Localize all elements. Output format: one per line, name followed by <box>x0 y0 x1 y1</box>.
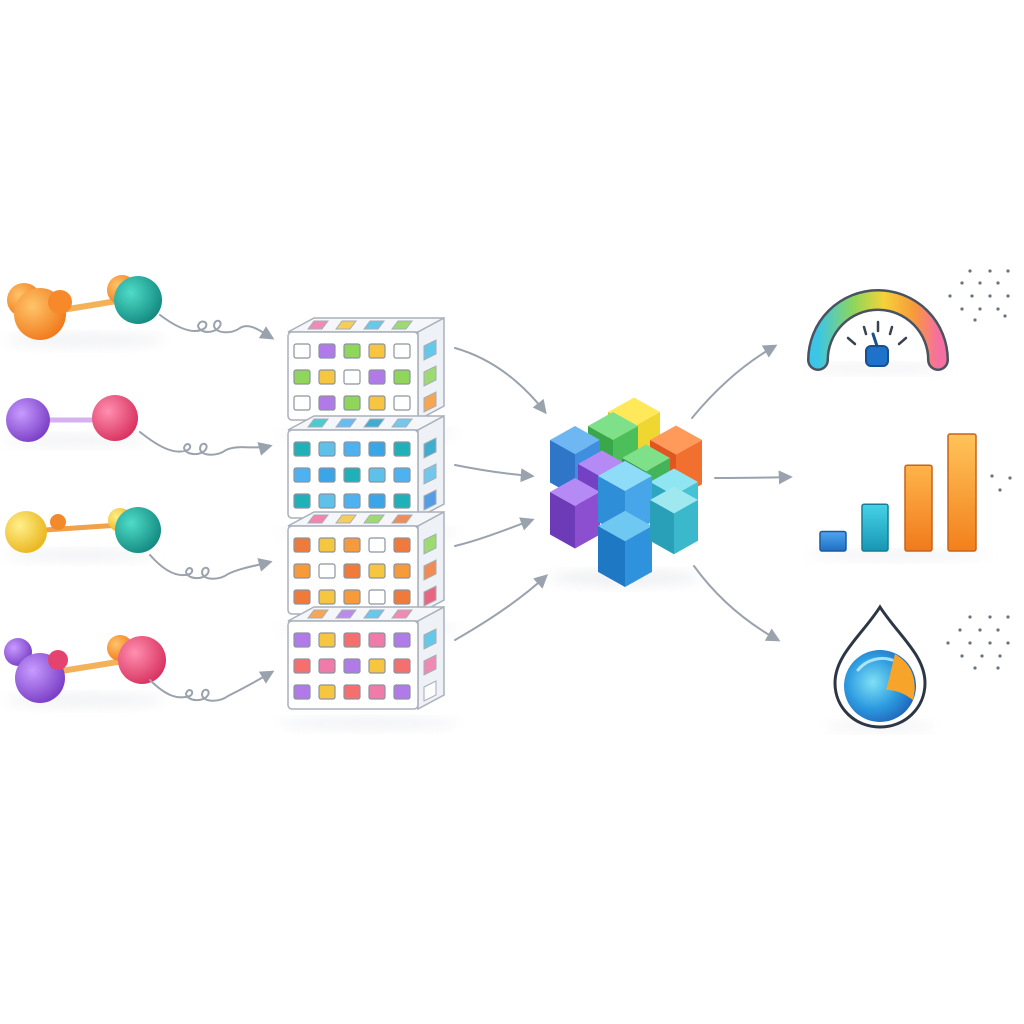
grid-cell <box>318 632 336 648</box>
grid-cell <box>393 537 411 553</box>
grid-cell <box>368 537 386 553</box>
bar <box>861 503 889 552</box>
grid-cell <box>393 369 411 385</box>
grid-cell <box>318 467 336 483</box>
feature-grids <box>278 316 458 729</box>
grid-cell <box>368 441 386 457</box>
grid-cell <box>293 684 311 700</box>
molecule-purple-pink-2 <box>4 635 166 707</box>
grid-cell <box>393 493 411 509</box>
dot-pattern-bottom <box>946 615 1010 670</box>
bar <box>904 464 933 552</box>
feature-grid <box>278 605 458 729</box>
arrow-grid-2 <box>454 464 535 483</box>
grid-cell <box>368 369 386 385</box>
grid-cell <box>293 343 311 359</box>
arrow-input-2 <box>139 431 273 456</box>
grid-cell <box>368 632 386 648</box>
grid-cell <box>318 395 336 411</box>
gauge-icon <box>807 289 949 373</box>
grid-cell <box>393 343 411 359</box>
grid-cell <box>318 369 336 385</box>
grid-cell <box>393 395 411 411</box>
grid-cell <box>293 441 311 457</box>
grid-cell <box>393 684 411 700</box>
grid-cell <box>343 632 361 648</box>
grid-cell <box>343 441 361 457</box>
grid-cell <box>393 658 411 674</box>
grid-cell <box>393 441 411 457</box>
arrow-grid-3 <box>454 517 535 547</box>
grid-cell <box>318 684 336 700</box>
grid-cell <box>293 369 311 385</box>
grid-cell <box>318 441 336 457</box>
grid-cell <box>293 467 311 483</box>
grid-cell <box>293 537 311 553</box>
feature-grid <box>278 414 458 538</box>
grid-cell <box>343 395 361 411</box>
grid-cell <box>293 632 311 648</box>
input-arrows <box>139 314 275 702</box>
arrow-input-1 <box>159 314 275 340</box>
grid-cell <box>368 493 386 509</box>
grid-cell <box>343 563 361 579</box>
droplet-icon <box>825 604 935 731</box>
arrow-input-4 <box>149 670 275 702</box>
grid-cell <box>318 343 336 359</box>
grid-cell <box>293 589 311 605</box>
grid-cell <box>318 658 336 674</box>
grid-cell <box>343 589 361 605</box>
cube-block <box>650 486 698 555</box>
grid-cell <box>368 589 386 605</box>
grid-cell <box>393 563 411 579</box>
grid-cell <box>343 684 361 700</box>
grid-cell <box>293 493 311 509</box>
bar-chart-icon <box>808 433 988 560</box>
molecule-orange-teal <box>5 275 165 347</box>
dot-pattern-middle <box>990 474 1012 492</box>
arrow-grid-1 <box>454 347 547 415</box>
arrow-output-drop <box>693 565 781 642</box>
grid-cell <box>368 684 386 700</box>
cube-block <box>550 478 600 549</box>
arrow-output-gauge <box>691 344 778 419</box>
molecule-purple-pink <box>5 395 145 446</box>
molecule-yellow-teal <box>5 507 161 561</box>
core-to-output-arrows <box>691 344 793 642</box>
cube-block <box>598 510 652 588</box>
grid-cell <box>318 589 336 605</box>
grid-cell <box>343 537 361 553</box>
grid-cell <box>318 493 336 509</box>
grid-cell <box>293 395 311 411</box>
grid-cell <box>368 467 386 483</box>
input-molecules <box>4 275 166 707</box>
grid-cell <box>343 467 361 483</box>
grid-cell <box>343 658 361 674</box>
grid-cell <box>393 632 411 648</box>
grid-cell <box>368 395 386 411</box>
grid-cell <box>393 589 411 605</box>
grid-cell <box>318 537 336 553</box>
grid-cell <box>293 563 311 579</box>
cube-cluster <box>550 397 702 588</box>
arrow-input-3 <box>149 554 273 580</box>
grid-cell <box>293 658 311 674</box>
grid-cell <box>318 563 336 579</box>
grid-cell <box>343 493 361 509</box>
arrow-output-bars <box>714 470 793 485</box>
grid-cell <box>343 369 361 385</box>
bar <box>819 530 847 552</box>
grid-cell <box>368 563 386 579</box>
arrow-grid-4 <box>454 574 549 641</box>
grid-cell <box>343 343 361 359</box>
dot-pattern-top <box>948 269 1010 322</box>
grid-to-core-arrows <box>454 347 549 641</box>
grid-cell <box>368 658 386 674</box>
grid-cell <box>368 343 386 359</box>
bar <box>947 433 977 552</box>
grid-cell <box>393 467 411 483</box>
